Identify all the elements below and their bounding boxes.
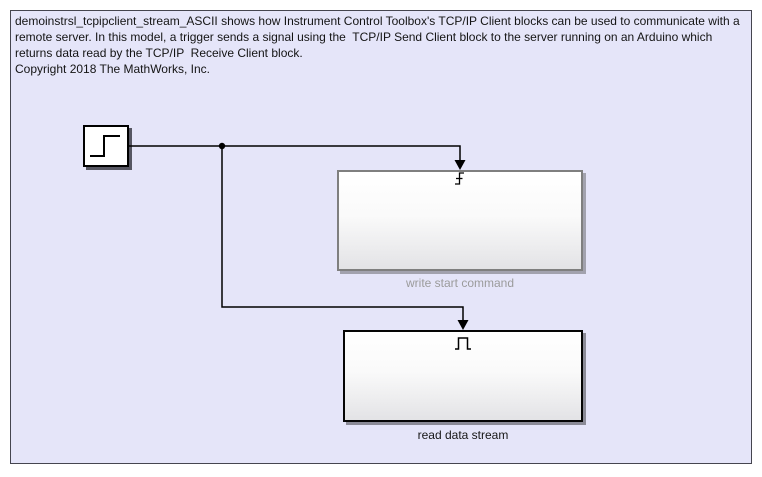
trigger-pulse-port-icon — [455, 337, 471, 350]
wire-step-to-write[interactable] — [129, 145, 461, 160]
step-source-block[interactable] — [83, 125, 129, 167]
model-description-annotation[interactable]: demoinstrsl_tcpipclient_stream_ASCII sho… — [15, 14, 740, 76]
write-start-command-label: write start command — [405, 276, 515, 290]
read-data-stream-subsystem-block[interactable] — [343, 330, 583, 422]
write-start-command-subsystem-block[interactable] — [337, 170, 583, 271]
wire-step-to-read[interactable] — [221, 146, 464, 320]
read-data-stream-label: read data stream — [417, 428, 509, 442]
trigger-edge-port-icon — [455, 172, 464, 185]
wire-branch-point-dot — [218, 142, 226, 150]
wire-arrowhead-read — [457, 320, 469, 330]
wire-arrowhead-write — [454, 160, 466, 170]
step-signal-icon — [90, 135, 120, 157]
